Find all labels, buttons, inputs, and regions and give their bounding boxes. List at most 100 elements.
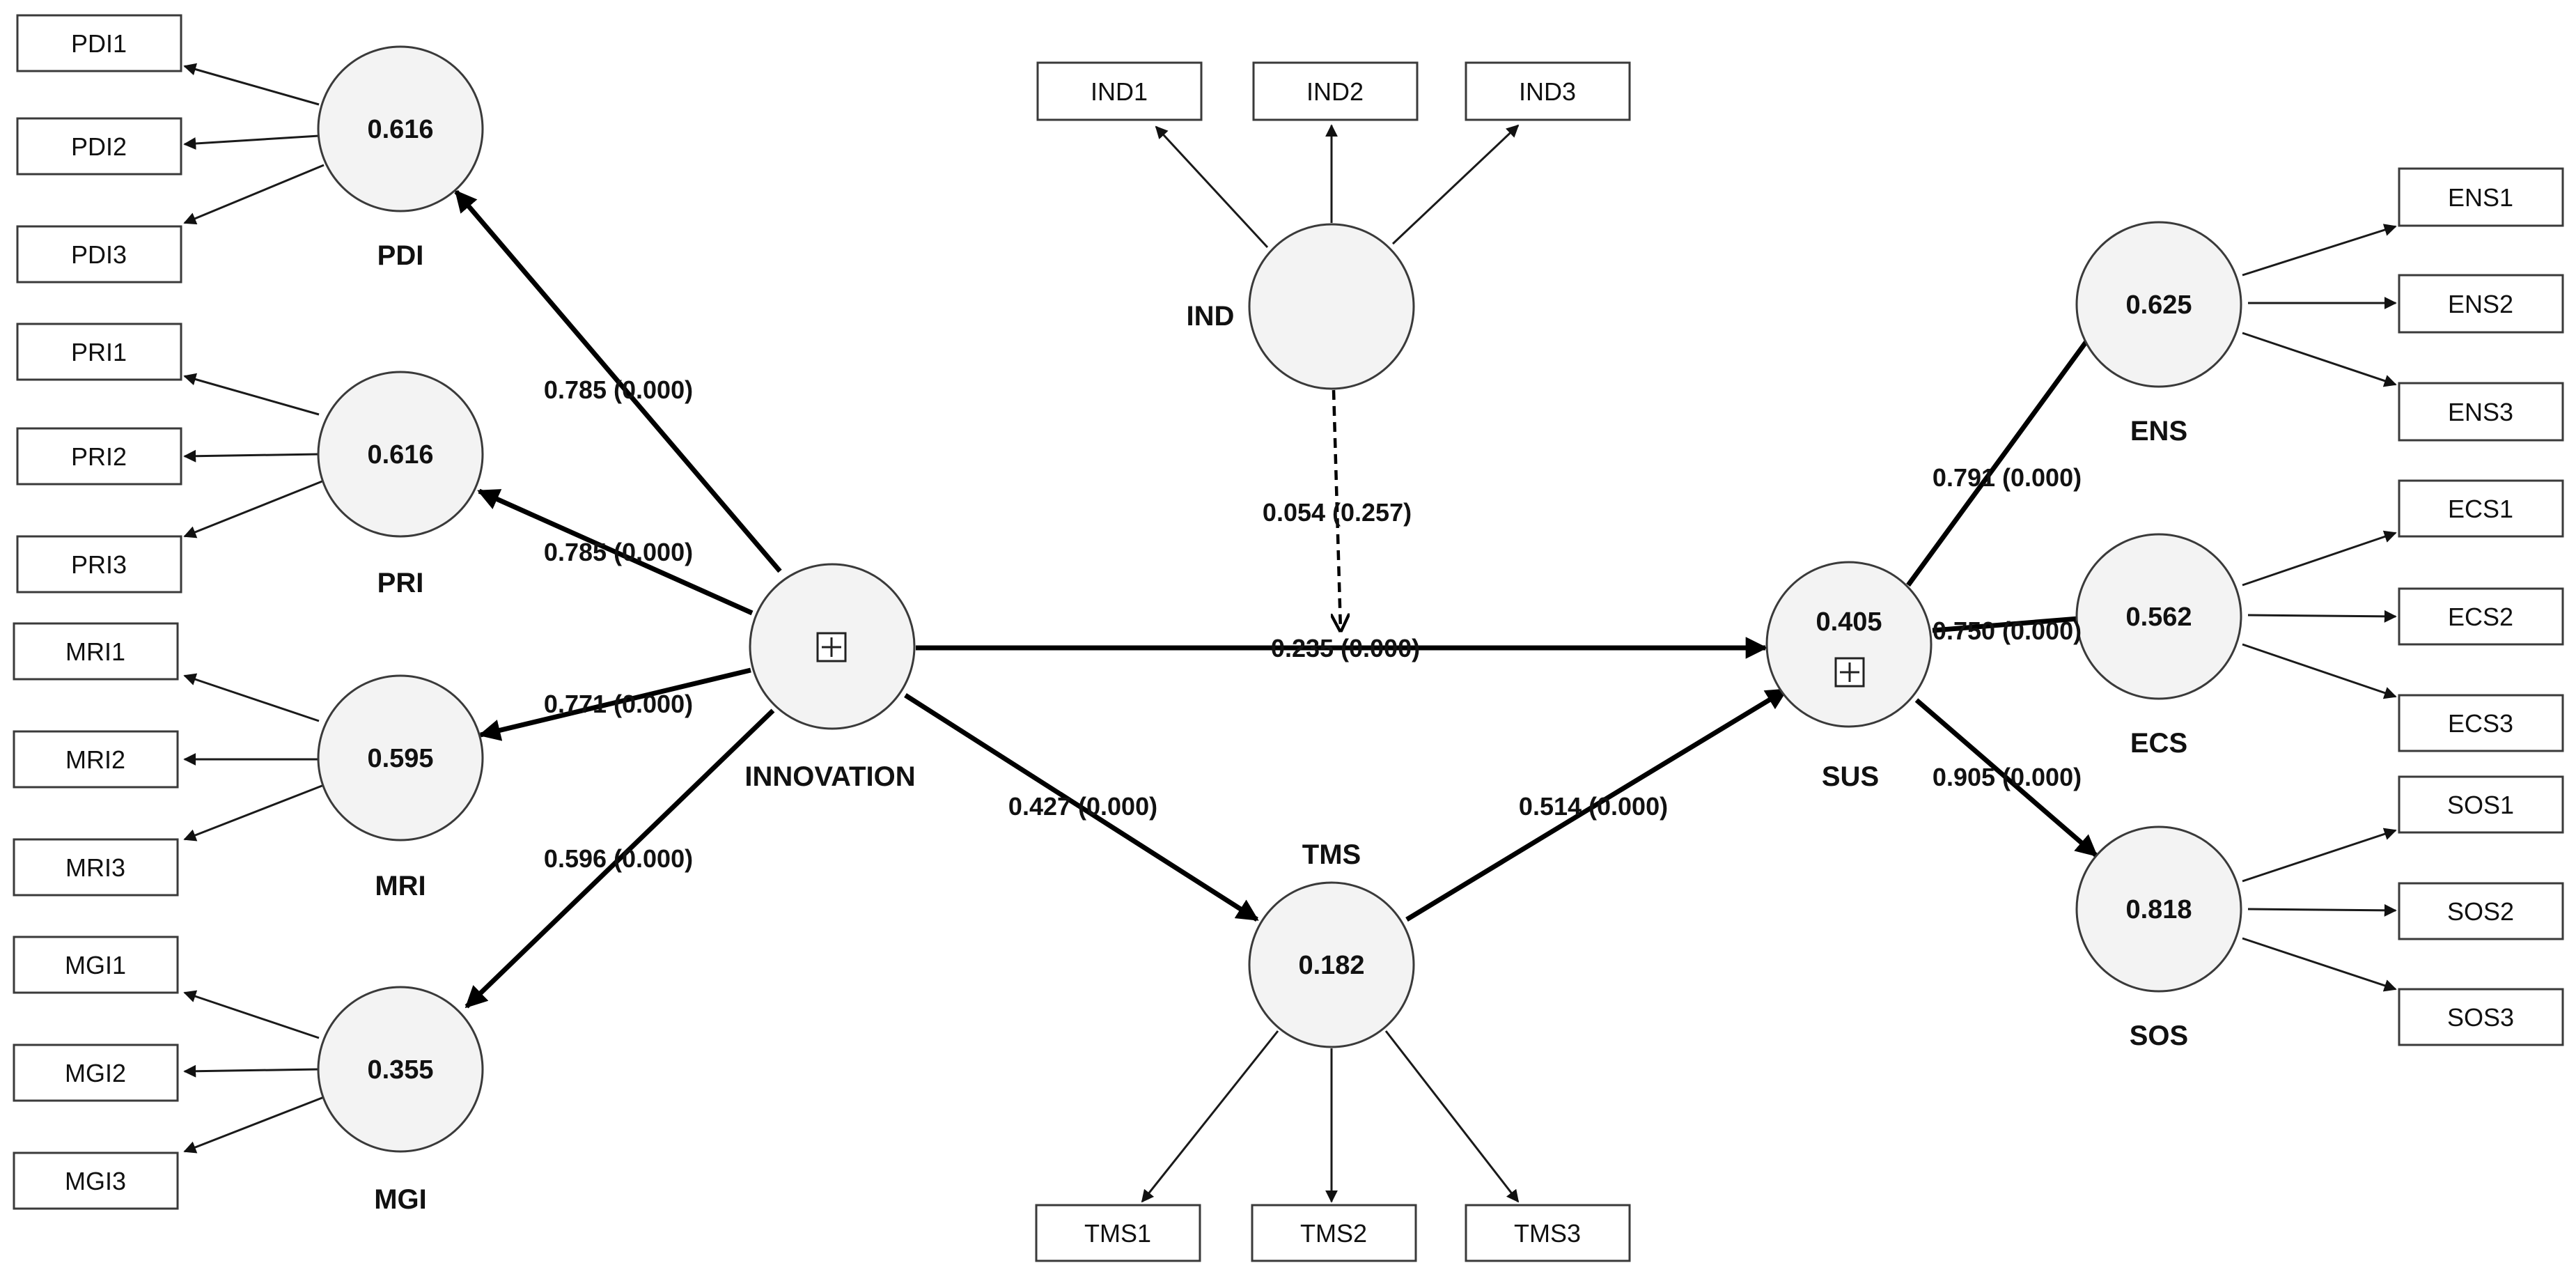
svg-text:IND: IND — [1187, 301, 1235, 332]
construct-innovation: INNOVATION — [744, 563, 916, 792]
svg-text:SOS: SOS — [2130, 1021, 2188, 1051]
svg-text:MGI: MGI — [374, 1184, 427, 1215]
svg-text:IND1: IND1 — [1091, 77, 1148, 106]
svg-text:IND2: IND2 — [1306, 77, 1364, 106]
svg-text:MGI2: MGI2 — [65, 1059, 126, 1087]
label-sus-ens: 0.791 (0.000) — [1933, 463, 2082, 492]
path-sus-sos — [1914, 698, 2098, 858]
label-innovation-mri: 0.771 (0.000) — [544, 690, 693, 718]
svg-text:TMS: TMS — [1302, 839, 1361, 870]
svg-text:MRI: MRI — [375, 871, 426, 901]
svg-text:SOS2: SOS2 — [2447, 897, 2514, 926]
construct-sus: 0.405 SUS — [1765, 561, 1933, 792]
svg-text:MRI2: MRI2 — [65, 745, 125, 774]
path-innovation-mri — [478, 667, 751, 741]
svg-text:0.818: 0.818 — [2125, 895, 2192, 924]
svg-text:PRI1: PRI1 — [71, 338, 127, 366]
constructs: 0.616 PDI 0.616 PRI 0.595 MRI 0.355 MGI … — [317, 45, 2242, 1215]
construct-ecs: 0.562 ECS — [2075, 533, 2242, 759]
svg-text:0.625: 0.625 — [2125, 290, 2192, 320]
svg-text:ECS3: ECS3 — [2448, 709, 2513, 738]
indicator-pri1: PRI1 — [16, 323, 182, 381]
indicator-ens3: ENS3 — [2398, 382, 2564, 442]
path-ind-moderation — [1334, 389, 1341, 630]
construct-ens: 0.625 ENS — [2075, 221, 2242, 447]
indicator-ecs1: ECS1 — [2398, 479, 2564, 538]
svg-text:0.355: 0.355 — [367, 1055, 433, 1085]
indicator-ens1: ENS1 — [2398, 167, 2564, 227]
svg-text:ENS: ENS — [2130, 416, 2187, 447]
svg-text:PRI: PRI — [377, 568, 424, 598]
svg-text:TMS1: TMS1 — [1084, 1219, 1151, 1248]
indicator-mgi1: MGI1 — [13, 936, 179, 994]
indicator-ecs3: ECS3 — [2398, 694, 2564, 752]
svg-text:0.405: 0.405 — [1816, 607, 1882, 637]
svg-text:INNOVATION: INNOVATION — [744, 761, 915, 792]
svg-text:MGI1: MGI1 — [65, 951, 126, 979]
construct-sos: 0.818 SOS — [2075, 825, 2242, 1051]
svg-text:ECS: ECS — [2130, 728, 2187, 759]
svg-text:SUS: SUS — [1822, 761, 1879, 792]
svg-text:PDI1: PDI1 — [71, 29, 127, 58]
label-tms-sus: 0.514 (0.000) — [1519, 792, 1668, 821]
path-innovation-pdi — [454, 189, 782, 573]
indicator-ind3: IND3 — [1465, 61, 1631, 121]
svg-text:0.616: 0.616 — [367, 440, 433, 470]
indicator-pri3: PRI3 — [16, 535, 182, 594]
path-sus-ens — [1906, 318, 2104, 587]
indicator-boxes: PDI1 PDI2 PDI3 PRI1 PRI2 PRI3 MRI1 MRI2 … — [13, 14, 2564, 1262]
svg-text:MRI1: MRI1 — [65, 637, 125, 666]
construct-pdi: 0.616 PDI — [317, 45, 484, 271]
label-innovation-sus: 0.235 (0.000) — [1271, 634, 1420, 662]
svg-text:0.562: 0.562 — [2125, 603, 2192, 632]
indicator-mri1: MRI1 — [13, 622, 179, 681]
expand-icon[interactable] — [816, 632, 847, 662]
path-innovation-tms — [904, 693, 1259, 922]
path-tms-sus — [1405, 688, 1788, 922]
indicator-tms1: TMS1 — [1035, 1204, 1201, 1262]
label-innovation-tms: 0.427 (0.000) — [1008, 792, 1157, 821]
indicator-mri3: MRI3 — [13, 838, 179, 897]
indicator-pdi1: PDI1 — [16, 14, 182, 72]
label-innovation-pri: 0.785 (0.000) — [544, 538, 693, 566]
svg-text:SOS1: SOS1 — [2447, 791, 2514, 819]
svg-text:0.616: 0.616 — [367, 115, 433, 144]
indicator-sos3: SOS3 — [2398, 988, 2564, 1046]
construct-ind: IND — [1187, 223, 1415, 390]
svg-text:ENS2: ENS2 — [2448, 290, 2513, 318]
indicator-pdi3: PDI3 — [16, 225, 182, 284]
construct-mri: 0.595 MRI — [317, 674, 484, 901]
indicator-sos2: SOS2 — [2398, 882, 2564, 940]
path-innovation-mgi — [465, 708, 775, 1009]
svg-text:SOS3: SOS3 — [2447, 1003, 2514, 1032]
indicator-pdi2: PDI2 — [16, 117, 182, 176]
loading-arrows — [183, 63, 2397, 1203]
expand-icon[interactable] — [1834, 657, 1865, 688]
path-sus-ecs — [1932, 616, 2079, 633]
svg-text:TMS2: TMS2 — [1300, 1219, 1367, 1248]
indicator-sos1: SOS1 — [2398, 775, 2564, 834]
indicator-ind1: IND1 — [1036, 61, 1203, 121]
svg-text:0.182: 0.182 — [1298, 951, 1364, 980]
svg-text:0.595: 0.595 — [367, 744, 433, 773]
path-innovation-pri — [477, 488, 754, 616]
indicator-tms3: TMS3 — [1465, 1204, 1631, 1262]
svg-text:PDI2: PDI2 — [71, 132, 127, 161]
indicator-mgi2: MGI2 — [13, 1044, 179, 1102]
svg-text:PRI2: PRI2 — [71, 442, 127, 471]
indicator-mri2: MRI2 — [13, 730, 179, 789]
svg-text:PDI: PDI — [377, 240, 424, 271]
svg-text:ENS3: ENS3 — [2448, 398, 2513, 426]
svg-text:TMS3: TMS3 — [1514, 1219, 1581, 1248]
label-innovation-pdi: 0.785 (0.000) — [544, 375, 693, 404]
indicator-pri2: PRI2 — [16, 427, 182, 486]
label-sus-sos: 0.905 (0.000) — [1933, 763, 2082, 791]
construct-tms: 0.182 TMS — [1248, 839, 1415, 1048]
construct-pri: 0.616 PRI — [317, 371, 484, 598]
svg-text:MGI3: MGI3 — [65, 1167, 126, 1195]
indicator-ens2: ENS2 — [2398, 274, 2564, 334]
indicator-tms2: TMS2 — [1251, 1204, 1417, 1262]
svg-text:IND3: IND3 — [1519, 77, 1576, 106]
path-labels: 0.785 (0.000) 0.785 (0.000) 0.771 (0.000… — [544, 375, 2082, 873]
